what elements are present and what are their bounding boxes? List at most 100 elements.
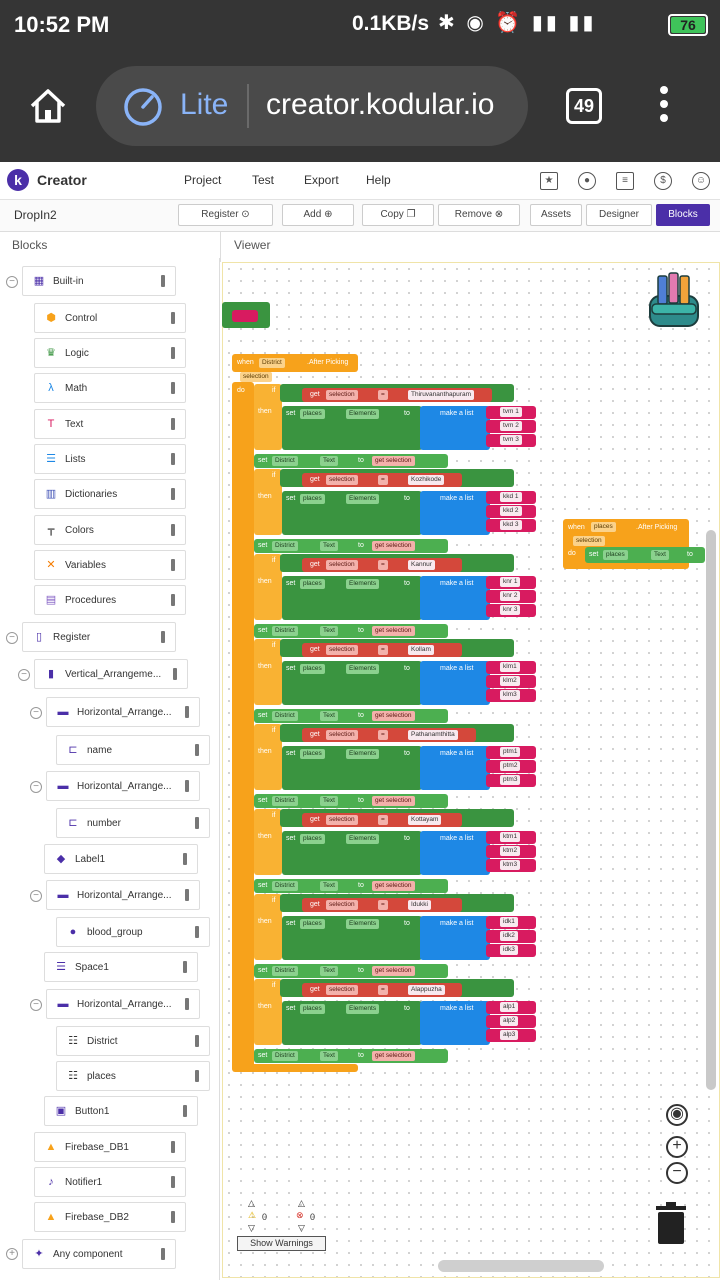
selection-dropdown[interactable]: selection xyxy=(326,645,358,655)
list-item-value[interactable]: klm2 xyxy=(500,676,520,686)
get-selection-block[interactable]: get selection xyxy=(372,881,415,891)
list-item-block[interactable]: klm3 xyxy=(486,689,536,702)
collapse-toggle[interactable]: − xyxy=(6,632,18,644)
list-item-block[interactable]: ktm2 xyxy=(486,845,536,858)
places-dropdown[interactable]: places xyxy=(300,409,325,419)
tree-firebase2[interactable]: ▲Firebase_DB2 xyxy=(34,1202,186,1232)
list-item-value[interactable]: knr 2 xyxy=(500,591,521,601)
district-dropdown[interactable]: District xyxy=(272,881,298,891)
get-selection-block[interactable]: get selection xyxy=(372,966,415,976)
district-dropdown[interactable]: District xyxy=(272,966,298,976)
kebab-menu-icon[interactable] xyxy=(658,86,670,126)
selection-dropdown[interactable]: selection xyxy=(326,815,358,825)
make-a-list-block[interactable]: make a list xyxy=(420,831,490,875)
tree-space1[interactable]: ☰Space1 xyxy=(44,952,198,982)
register-button[interactable]: Register ⊙ xyxy=(178,204,273,226)
district-value[interactable]: Kannur xyxy=(408,560,435,570)
elements-dropdown[interactable]: Elements xyxy=(346,409,380,419)
list-item-value[interactable]: tvm 2 xyxy=(500,421,522,431)
list-item-value[interactable]: tvm 3 xyxy=(500,435,522,445)
elements-dropdown[interactable]: Elements xyxy=(346,1004,380,1014)
list-item-block[interactable]: ktm3 xyxy=(486,859,536,872)
list-item-block[interactable]: tvm 1 xyxy=(486,406,536,419)
district-component-dropdown[interactable]: District xyxy=(259,358,285,368)
list-item-block[interactable]: tvm 3 xyxy=(486,434,536,447)
collapse-toggle[interactable]: − xyxy=(6,276,18,288)
elements-dropdown[interactable]: Elements xyxy=(346,749,380,759)
places-dropdown[interactable]: places xyxy=(300,834,325,844)
text-dropdown[interactable]: Text xyxy=(320,1051,338,1061)
collapse-toggle[interactable]: − xyxy=(18,669,30,681)
list-item-block[interactable]: klm1 xyxy=(486,661,536,674)
district-dropdown[interactable]: District xyxy=(272,1051,298,1061)
list-item-block[interactable]: ptm2 xyxy=(486,760,536,773)
selection-dropdown[interactable]: selection xyxy=(326,985,358,995)
blocks-button[interactable]: Blocks xyxy=(656,204,710,226)
stray-block-text[interactable] xyxy=(232,310,258,322)
home-icon[interactable] xyxy=(28,86,68,126)
operator-dropdown[interactable]: = xyxy=(378,390,388,400)
designer-button[interactable]: Designer xyxy=(586,204,652,226)
tree-horizontal-2[interactable]: ▬Horizontal_Arrange... xyxy=(46,771,200,801)
url-bar[interactable]: Lite creator.kodular.io xyxy=(96,66,528,146)
list-item-value[interactable]: knr 3 xyxy=(500,605,521,615)
district-value[interactable]: Thiruvananthapuram xyxy=(408,390,474,400)
selection-dropdown[interactable]: selection xyxy=(326,730,358,740)
tree-lists[interactable]: ☰Lists xyxy=(34,444,186,474)
make-a-list-block[interactable]: make a list xyxy=(420,406,490,450)
district-dropdown[interactable]: District xyxy=(272,456,298,466)
district-dropdown[interactable]: District xyxy=(272,626,298,636)
tree-any-component[interactable]: ✦Any component xyxy=(22,1239,176,1269)
text-dropdown[interactable]: Text xyxy=(320,881,338,891)
elements-dropdown[interactable]: Elements xyxy=(346,494,380,504)
get-selection-block[interactable]: get selection xyxy=(372,711,415,721)
list-item-block[interactable]: alp2 xyxy=(486,1015,536,1028)
list-item-block[interactable]: kkd 3 xyxy=(486,519,536,532)
make-a-list-block[interactable]: make a list xyxy=(420,491,490,535)
dollar-icon[interactable]: $ xyxy=(654,172,672,190)
show-warnings-button[interactable]: Show Warnings xyxy=(237,1236,326,1251)
places-dropdown[interactable]: places xyxy=(300,579,325,589)
tree-builtin[interactable]: ▦ Built-in xyxy=(22,266,176,296)
account-icon[interactable]: ☺ xyxy=(692,172,710,190)
list-item-block[interactable]: knr 1 xyxy=(486,576,536,589)
list-item-value[interactable]: klm1 xyxy=(500,662,520,672)
collapse-toggle[interactable]: − xyxy=(30,999,42,1011)
assets-button[interactable]: Assets xyxy=(530,204,582,226)
menu-project[interactable]: Project xyxy=(184,173,222,187)
selection-param[interactable]: selection xyxy=(240,372,272,382)
list-item-value[interactable]: kkd 1 xyxy=(500,492,522,502)
list-item-block[interactable]: kkd 2 xyxy=(486,505,536,518)
menu-help[interactable]: Help xyxy=(366,173,391,187)
collapse-toggle[interactable]: − xyxy=(30,707,42,719)
tree-horizontal-4[interactable]: ▬Horizontal_Arrange... xyxy=(46,989,200,1019)
tree-blood-group[interactable]: ●blood_group xyxy=(56,917,210,947)
selection-dropdown[interactable]: selection xyxy=(326,475,358,485)
tabs-icon[interactable]: 49 xyxy=(566,88,602,124)
make-a-list-block[interactable]: make a list xyxy=(420,1001,490,1045)
operator-dropdown[interactable]: = xyxy=(378,645,388,655)
palette-icon[interactable]: ● xyxy=(578,172,596,190)
tree-firebase1[interactable]: ▲Firebase_DB1 xyxy=(34,1132,186,1162)
district-value[interactable]: Kottayam xyxy=(408,815,442,825)
list-item-value[interactable]: knr 1 xyxy=(500,577,521,587)
places-dropdown[interactable]: places xyxy=(300,749,325,759)
text-dropdown[interactable]: Text xyxy=(320,626,338,636)
district-dropdown[interactable]: District xyxy=(272,711,298,721)
selection-dropdown[interactable]: selection xyxy=(326,560,358,570)
